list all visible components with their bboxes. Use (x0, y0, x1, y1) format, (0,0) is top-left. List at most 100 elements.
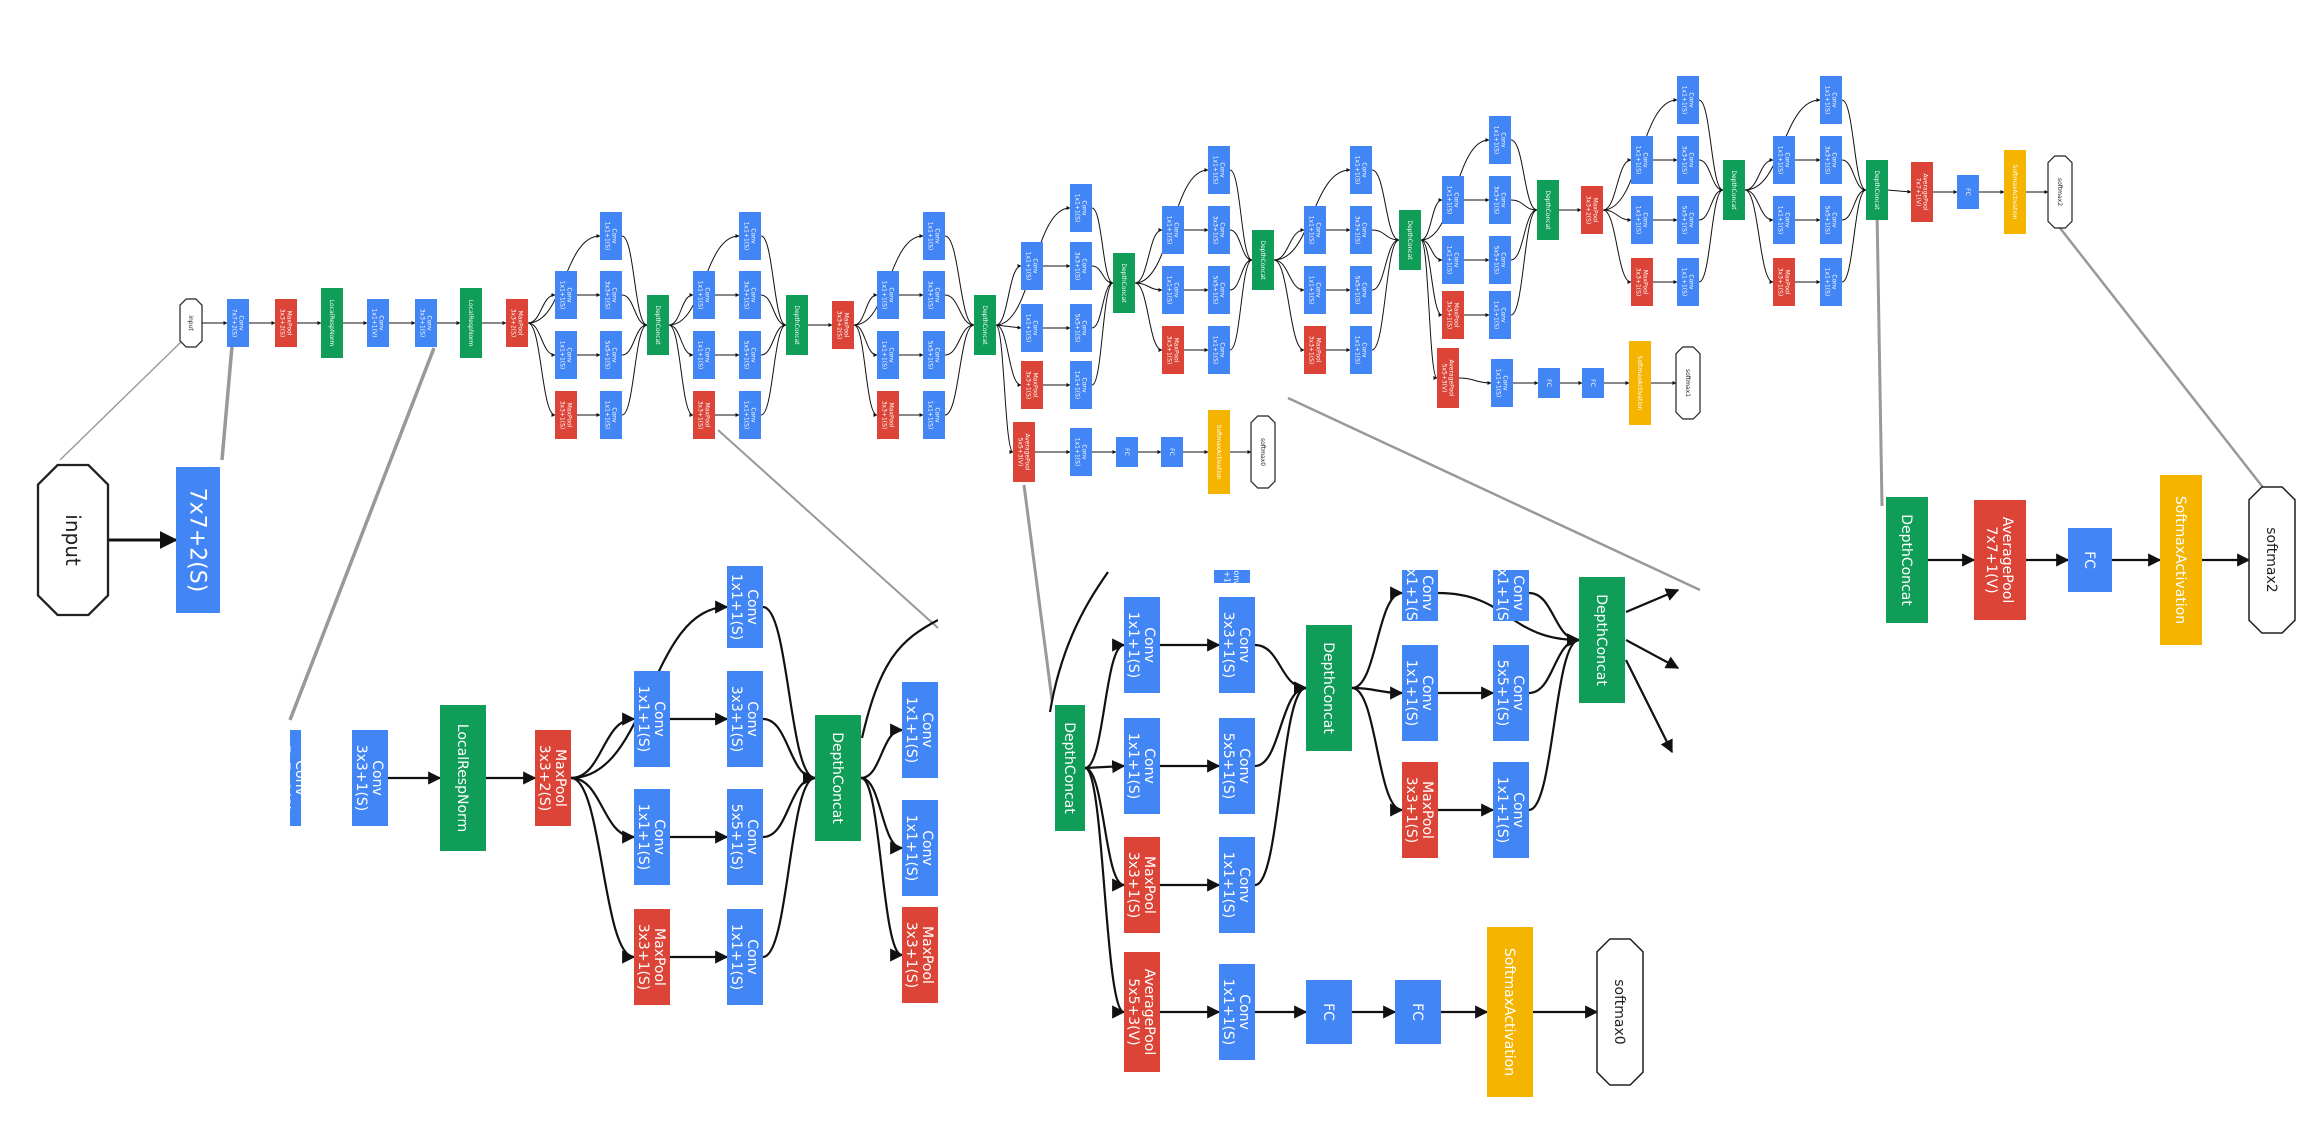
node-z2d1-label: MaxPool3x3+1(S) (1125, 852, 1157, 919)
node-z2n3 (1402, 762, 1438, 858)
node-i5bb2-label: Conv3x3+1(S) (1823, 146, 1837, 175)
edge (1351, 586, 1404, 690)
node-z2f1 (1306, 980, 1352, 1044)
node-i4ab2-label: Conv3x3+1(S) (926, 281, 940, 310)
node-p3-label: MaxPool3x3+2(S) (835, 311, 849, 340)
node-i5ac2 (1677, 196, 1699, 244)
node-i4ba (1070, 184, 1092, 232)
node-i5bd2-label: Conv1x1+1(S) (1823, 268, 1837, 297)
node-i4bc1-label: Conv1x1+1(S) (1024, 314, 1038, 343)
node-i4cb1-label: Conv1x1+1(S) (1165, 216, 1179, 245)
edge (1273, 259, 1305, 352)
callout-lines (59, 209, 2266, 721)
node-ax1p (1437, 348, 1459, 408)
node-i3bc2-label: Conv5x5+1(S) (742, 341, 756, 370)
edge (1084, 766, 1126, 892)
node-c2-label: Conv1x1+1(V) (370, 309, 384, 338)
edge (1841, 188, 1867, 221)
node-z2n2 (1402, 645, 1438, 741)
node-i4ac2 (923, 331, 945, 379)
node-i3bd1-label: MaxPool3x3+1(S) (696, 401, 710, 430)
edge (570, 776, 636, 964)
node-i5bd2 (1820, 258, 1842, 306)
edge (621, 294, 648, 327)
node-ax0s-label: SoftmaxActivation (1215, 425, 1222, 480)
node-ax1s (1629, 341, 1651, 425)
edge (570, 712, 636, 780)
edge (1698, 159, 1724, 192)
edge (1625, 588, 1680, 614)
node-i5bb1 (1773, 136, 1795, 184)
node-i5ac1 (1631, 196, 1653, 244)
node-z1c1 (634, 789, 670, 885)
node-i5ba (1820, 76, 1842, 124)
node-ax1f2 (1582, 368, 1604, 398)
node-i4bc2 (1070, 304, 1092, 352)
node-i5bc2 (1820, 196, 1842, 244)
node-z1d1-label: MaxPool3x3+1(S) (635, 924, 667, 991)
callout-line (1287, 396, 1701, 592)
node-i4cc1-label: Conv1x1+1(S) (1165, 276, 1179, 305)
node-i5bc1-label: Conv1x1+1(S) (1776, 206, 1790, 235)
node-z2b2 (1219, 597, 1255, 693)
edge (1744, 158, 1774, 191)
node-c3 (415, 299, 437, 347)
node-i4cc1 (1162, 266, 1184, 314)
node-i5acat-label: DepthConcat (1730, 170, 1737, 210)
node-i5ad1 (1631, 258, 1653, 306)
node-z1cat (815, 715, 861, 841)
node-z1c3 (352, 730, 388, 826)
node-z2cat2 (1579, 577, 1625, 703)
edge (1458, 377, 1492, 385)
node-i3bd2 (739, 391, 761, 439)
node-z2out (1596, 938, 1644, 1086)
node-i4ed2-label: Conv1x1+1(S) (1492, 301, 1506, 330)
node-n1 (321, 288, 343, 358)
node-z2m2 (1493, 645, 1529, 741)
node-i5ad2-label: Conv1x1+1(S) (1680, 268, 1694, 297)
node-i4acat-label: DepthConcat (981, 305, 988, 345)
node-ax1o-label: softmax1 (1684, 369, 1691, 397)
node-fo (2047, 155, 2073, 229)
edge (762, 717, 817, 785)
node-ax0f2-label: FC (1168, 448, 1175, 456)
node-z1n1-label: Conv1x1+1(S) (903, 697, 935, 764)
callout-line (1022, 484, 1054, 701)
node-i5ab1 (1631, 136, 1653, 184)
zoom-detail-edges-middle (1048, 571, 1680, 1019)
node-z2cat2-label: DepthConcat (1593, 594, 1609, 686)
edge (1841, 159, 1867, 192)
edge (1091, 281, 1114, 386)
edge (760, 294, 787, 327)
node-i4ad1 (877, 391, 899, 439)
node-i4cc2-label: Conv5x5+1(S) (1211, 276, 1225, 305)
node-z1n3-label: MaxPool3x3+1(S) (903, 922, 935, 989)
node-z2m2-label: Conv5x5+1(S) (1494, 660, 1526, 727)
callout-line (1875, 209, 1884, 507)
node-i4ad2 (923, 391, 945, 439)
node-z1b2-label: Conv3x3+1(S) (728, 686, 760, 753)
node-z1d2-label: Conv1x1+1(S) (728, 924, 760, 991)
callout-line (2059, 227, 2266, 491)
node-c1 (227, 299, 249, 347)
node-p2 (506, 299, 528, 347)
node-i4bcat-label: DepthConcat (1120, 263, 1127, 303)
node-zin-label: input (61, 514, 85, 566)
node-zin (36, 463, 110, 617)
edge (1273, 228, 1305, 261)
node-z2cat0 (1055, 705, 1085, 831)
node-i4bd2-label: Conv1x1+1(S) (1073, 371, 1087, 400)
node-i4bb1 (1021, 242, 1043, 290)
node-i3acat (647, 295, 669, 355)
node-ax0f2 (1161, 437, 1183, 467)
edge (944, 235, 975, 327)
node-i4dd2 (1350, 326, 1372, 374)
node-z2n2-label: Conv1x1+1(S) (1403, 660, 1435, 727)
node-z2f1-label: FC (1320, 1003, 1336, 1021)
node-i4bb2-label: Conv3x3+1(S) (1073, 252, 1087, 281)
node-i3ac1 (555, 331, 577, 379)
edge (1420, 239, 1443, 262)
node-i4bd2 (1070, 361, 1092, 409)
node-i5bcat-label: DepthConcat (1873, 170, 1880, 210)
